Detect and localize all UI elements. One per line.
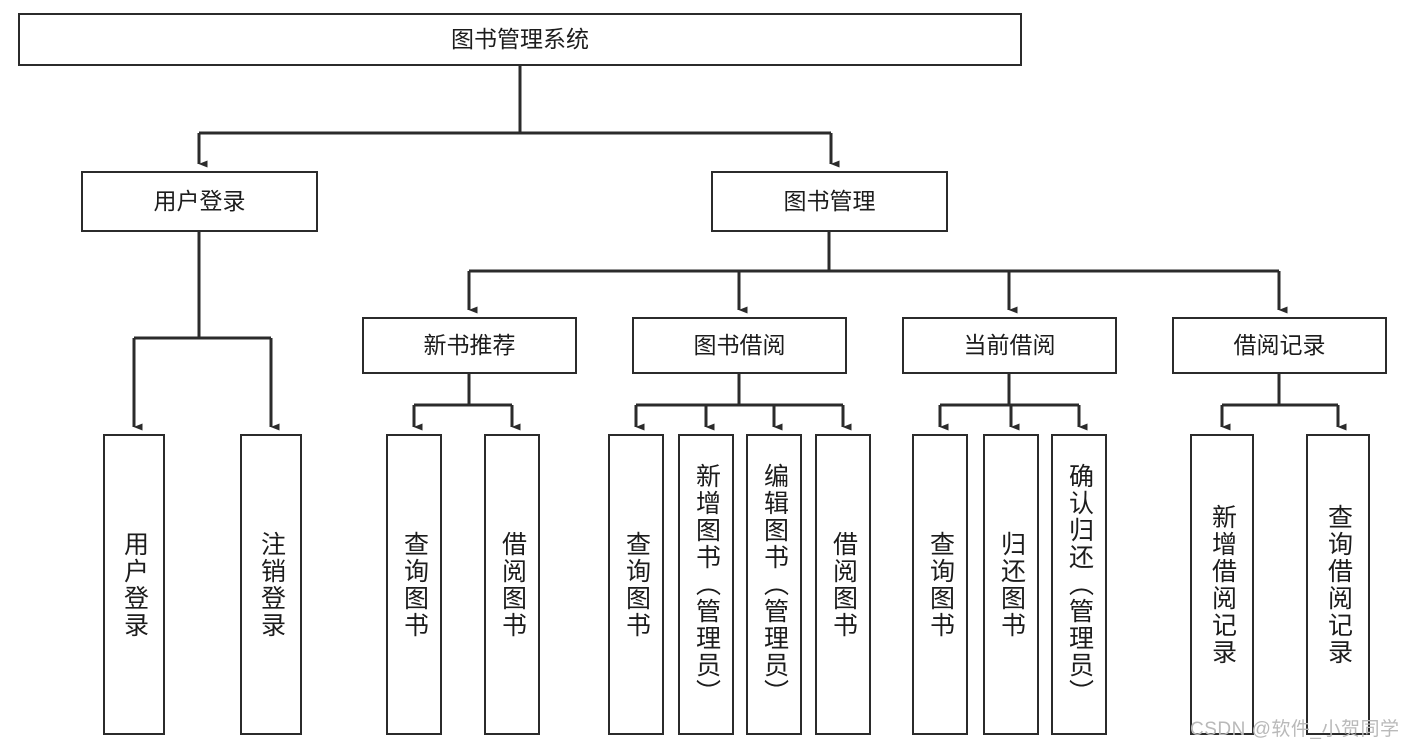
node-user-login[interactable]: 用户登录 [81, 171, 318, 232]
node-leaf-return-book-label: 归还图书 [997, 530, 1026, 639]
node-new-book-rec[interactable]: 新书推荐 [362, 317, 577, 374]
node-leaf-query-book-cur-label: 查询图书 [926, 530, 955, 639]
node-current-borrow-label: 当前借阅 [963, 331, 1056, 358]
csdn-watermark: CSDN @软件_小贺同学 [1190, 719, 1400, 740]
node-leaf-query-record-label: 查询借阅记录 [1324, 503, 1353, 666]
node-leaf-user-login-label: 用户登录 [120, 530, 149, 639]
node-root-system[interactable]: 图书管理系统 [18, 13, 1022, 66]
node-leaf-borrow-book-rec-label: 借阅图书 [498, 530, 527, 639]
node-current-borrow[interactable]: 当前借阅 [902, 317, 1117, 374]
node-borrow-record-label: 借阅记录 [1233, 331, 1326, 358]
node-leaf-query-book-cur[interactable]: 查询图书 [912, 434, 968, 735]
node-leaf-borrow-book-rec[interactable]: 借阅图书 [484, 434, 540, 735]
node-leaf-borrow-book[interactable]: 借阅图书 [815, 434, 871, 735]
node-leaf-return-book[interactable]: 归还图书 [983, 434, 1039, 735]
node-leaf-query-record[interactable]: 查询借阅记录 [1306, 434, 1370, 735]
node-leaf-edit-book-label: 编辑图书（管理员） [760, 463, 789, 706]
node-leaf-query-book-borrow[interactable]: 查询图书 [608, 434, 664, 735]
node-book-manage-label: 图书管理 [783, 187, 876, 214]
node-leaf-logout[interactable]: 注销登录 [240, 434, 302, 735]
node-leaf-add-record-label: 新增借阅记录 [1208, 503, 1237, 666]
node-book-borrow-label: 图书借阅 [693, 331, 786, 358]
node-leaf-add-book[interactable]: 新增图书（管理员） [678, 434, 734, 735]
node-leaf-query-book-borrow-label: 查询图书 [622, 530, 651, 639]
node-new-book-rec-label: 新书推荐 [423, 331, 516, 358]
node-leaf-user-login[interactable]: 用户登录 [103, 434, 165, 735]
node-leaf-confirm-return-label: 确认归还（管理员） [1065, 463, 1094, 706]
node-leaf-borrow-book-label: 借阅图书 [829, 530, 858, 639]
node-root-system-label: 图书管理系统 [451, 25, 589, 52]
node-leaf-query-book-rec[interactable]: 查询图书 [386, 434, 442, 735]
node-leaf-logout-label: 注销登录 [257, 530, 286, 639]
node-leaf-confirm-return[interactable]: 确认归还（管理员） [1051, 434, 1107, 735]
node-leaf-edit-book[interactable]: 编辑图书（管理员） [746, 434, 802, 735]
node-borrow-record[interactable]: 借阅记录 [1172, 317, 1387, 374]
node-leaf-add-record[interactable]: 新增借阅记录 [1190, 434, 1254, 735]
node-leaf-query-book-rec-label: 查询图书 [400, 530, 429, 639]
node-book-manage[interactable]: 图书管理 [711, 171, 948, 232]
node-leaf-add-book-label: 新增图书（管理员） [692, 463, 721, 706]
node-user-login-label: 用户登录 [153, 187, 246, 214]
node-book-borrow[interactable]: 图书借阅 [632, 317, 847, 374]
